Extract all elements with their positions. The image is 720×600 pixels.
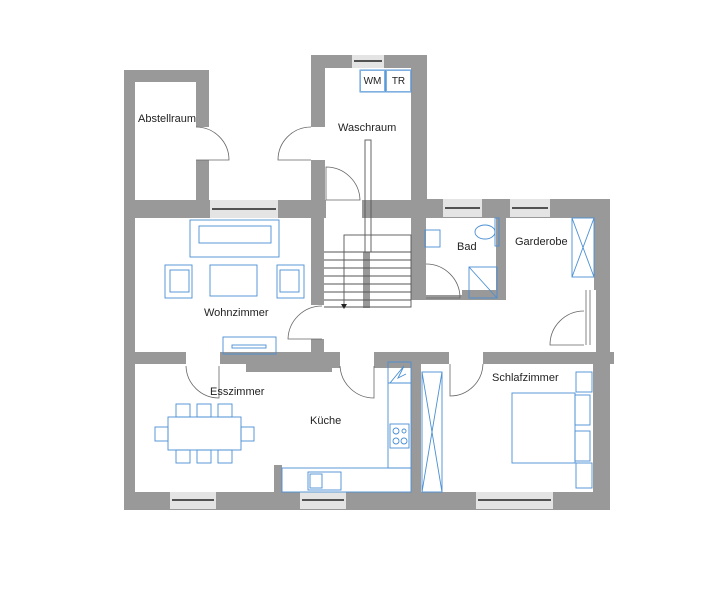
room-label-wohnzimmer: Wohnzimmer xyxy=(204,307,269,319)
staircase xyxy=(324,139,412,309)
room-label-bad: Bad xyxy=(457,241,477,253)
door-swings xyxy=(185,126,591,399)
furniture xyxy=(154,69,595,493)
dryer-label: TR xyxy=(386,70,411,92)
room-label-waschraum: Waschraum xyxy=(338,122,397,134)
washing-machine-label: WM xyxy=(360,70,385,92)
room-label-kueche: Küche xyxy=(310,415,342,427)
door-openings xyxy=(186,127,596,368)
room-label-schlafzimmer: Schlafzimmer xyxy=(492,372,559,384)
room-floors xyxy=(124,40,614,492)
room-label-esszimmer: Esszimmer xyxy=(210,386,265,398)
room-label-garderobe: Garderobe xyxy=(515,236,568,248)
windows xyxy=(170,55,553,509)
room-label-abstellraum: Abstellraum xyxy=(138,113,197,125)
